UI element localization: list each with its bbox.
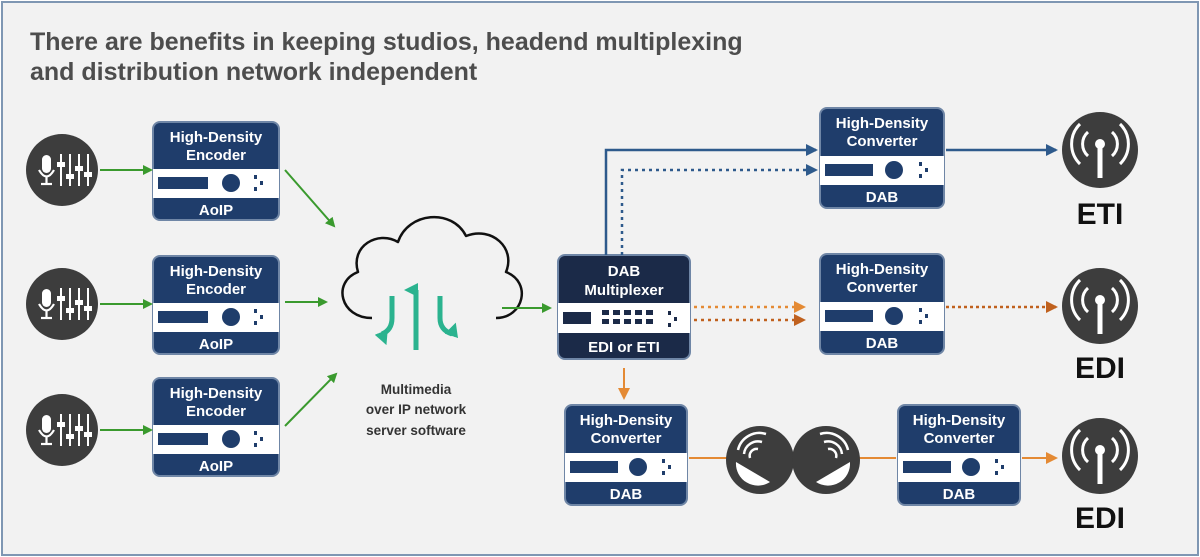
- microphone-mixer-icon: [26, 134, 98, 206]
- transmitter-tower-icon: [1062, 112, 1138, 188]
- encoder-title-2: Encoder: [186, 403, 246, 420]
- rack-unit-icon: [898, 453, 1020, 482]
- rack-unit-icon: [820, 302, 944, 331]
- encoder-to-cloud-arrow: [284, 372, 338, 427]
- multiplexer-to-converter-eti-arrow: [604, 144, 818, 255]
- cloud-caption-3: server software: [366, 423, 466, 438]
- cloud-caption-1: Multimedia: [381, 382, 452, 397]
- multiplexer-title-1: DAB: [608, 263, 641, 280]
- rack-unit-icon: [565, 453, 687, 482]
- output-label-eti: ETI: [1077, 198, 1124, 231]
- multiplexer-box: DAB Multiplexer EDI or ETI: [557, 254, 691, 360]
- multiplexer-rack-icon: [558, 303, 690, 333]
- converter-title-2: Converter: [847, 279, 918, 296]
- converter-title-2: Converter: [924, 430, 995, 447]
- converter-footer: DAB: [943, 486, 976, 503]
- encoder-to-cloud-arrow: [284, 169, 336, 228]
- microphone-mixer-icon: [26, 268, 98, 340]
- multiplexer-title-2: Multiplexer: [584, 282, 663, 299]
- converter-footer: DAB: [610, 486, 643, 503]
- satellite-dish-icon: [792, 426, 860, 494]
- converter-box: High-Density Converter DAB: [564, 404, 688, 506]
- rack-unit-icon: [153, 303, 279, 332]
- converter-title-2: Converter: [591, 430, 662, 447]
- rack-unit-icon: [153, 425, 279, 454]
- encoder-footer: AoIP: [199, 458, 233, 475]
- multiplexer-to-converter-eti-dotted-arrow: [620, 164, 818, 255]
- satellite-dish-icon: [726, 426, 794, 494]
- transmitter-tower-icon: [1062, 268, 1138, 344]
- converter-footer: DAB: [866, 189, 899, 206]
- encoder-box: High-Density Encoder AoIP: [152, 121, 280, 221]
- output-label-edi: EDI: [1075, 352, 1125, 385]
- converter-box: High-Density Converter DAB: [819, 107, 945, 209]
- diagram-title-line-1: There are benefits in keeping studios, h…: [30, 28, 743, 56]
- encoder-title-1: High-Density: [170, 263, 263, 280]
- rack-unit-icon: [820, 156, 944, 185]
- encoder-box: High-Density Encoder AoIP: [152, 255, 280, 355]
- encoder-title-1: High-Density: [170, 385, 263, 402]
- encoder-title-1: High-Density: [170, 129, 263, 146]
- converter-title-1: High-Density: [836, 261, 929, 278]
- converter-box: High-Density Converter DAB: [897, 404, 1021, 506]
- converter-box: High-Density Converter DAB: [819, 253, 945, 355]
- cloud-icon: [341, 215, 524, 350]
- encoder-footer: AoIP: [199, 202, 233, 219]
- encoder-title-2: Encoder: [186, 147, 246, 164]
- converter-title-1: High-Density: [580, 412, 673, 429]
- converter-footer: DAB: [866, 335, 899, 352]
- diagram-title-line-2: and distribution network independent: [30, 58, 478, 86]
- converter-title-2: Converter: [847, 133, 918, 150]
- rack-unit-icon: [153, 169, 279, 198]
- microphone-mixer-icon: [26, 394, 98, 466]
- transmitter-tower-icon: [1062, 418, 1138, 494]
- output-label-edi-2: EDI: [1075, 502, 1125, 535]
- encoder-title-2: Encoder: [186, 281, 246, 298]
- converter-title-1: High-Density: [913, 412, 1006, 429]
- encoder-box: High-Density Encoder AoIP: [152, 377, 280, 477]
- converter-title-1: High-Density: [836, 115, 929, 132]
- encoder-footer: AoIP: [199, 336, 233, 353]
- cloud-caption-2: over IP network: [366, 402, 467, 417]
- multiplexer-footer: EDI or ETI: [588, 339, 660, 356]
